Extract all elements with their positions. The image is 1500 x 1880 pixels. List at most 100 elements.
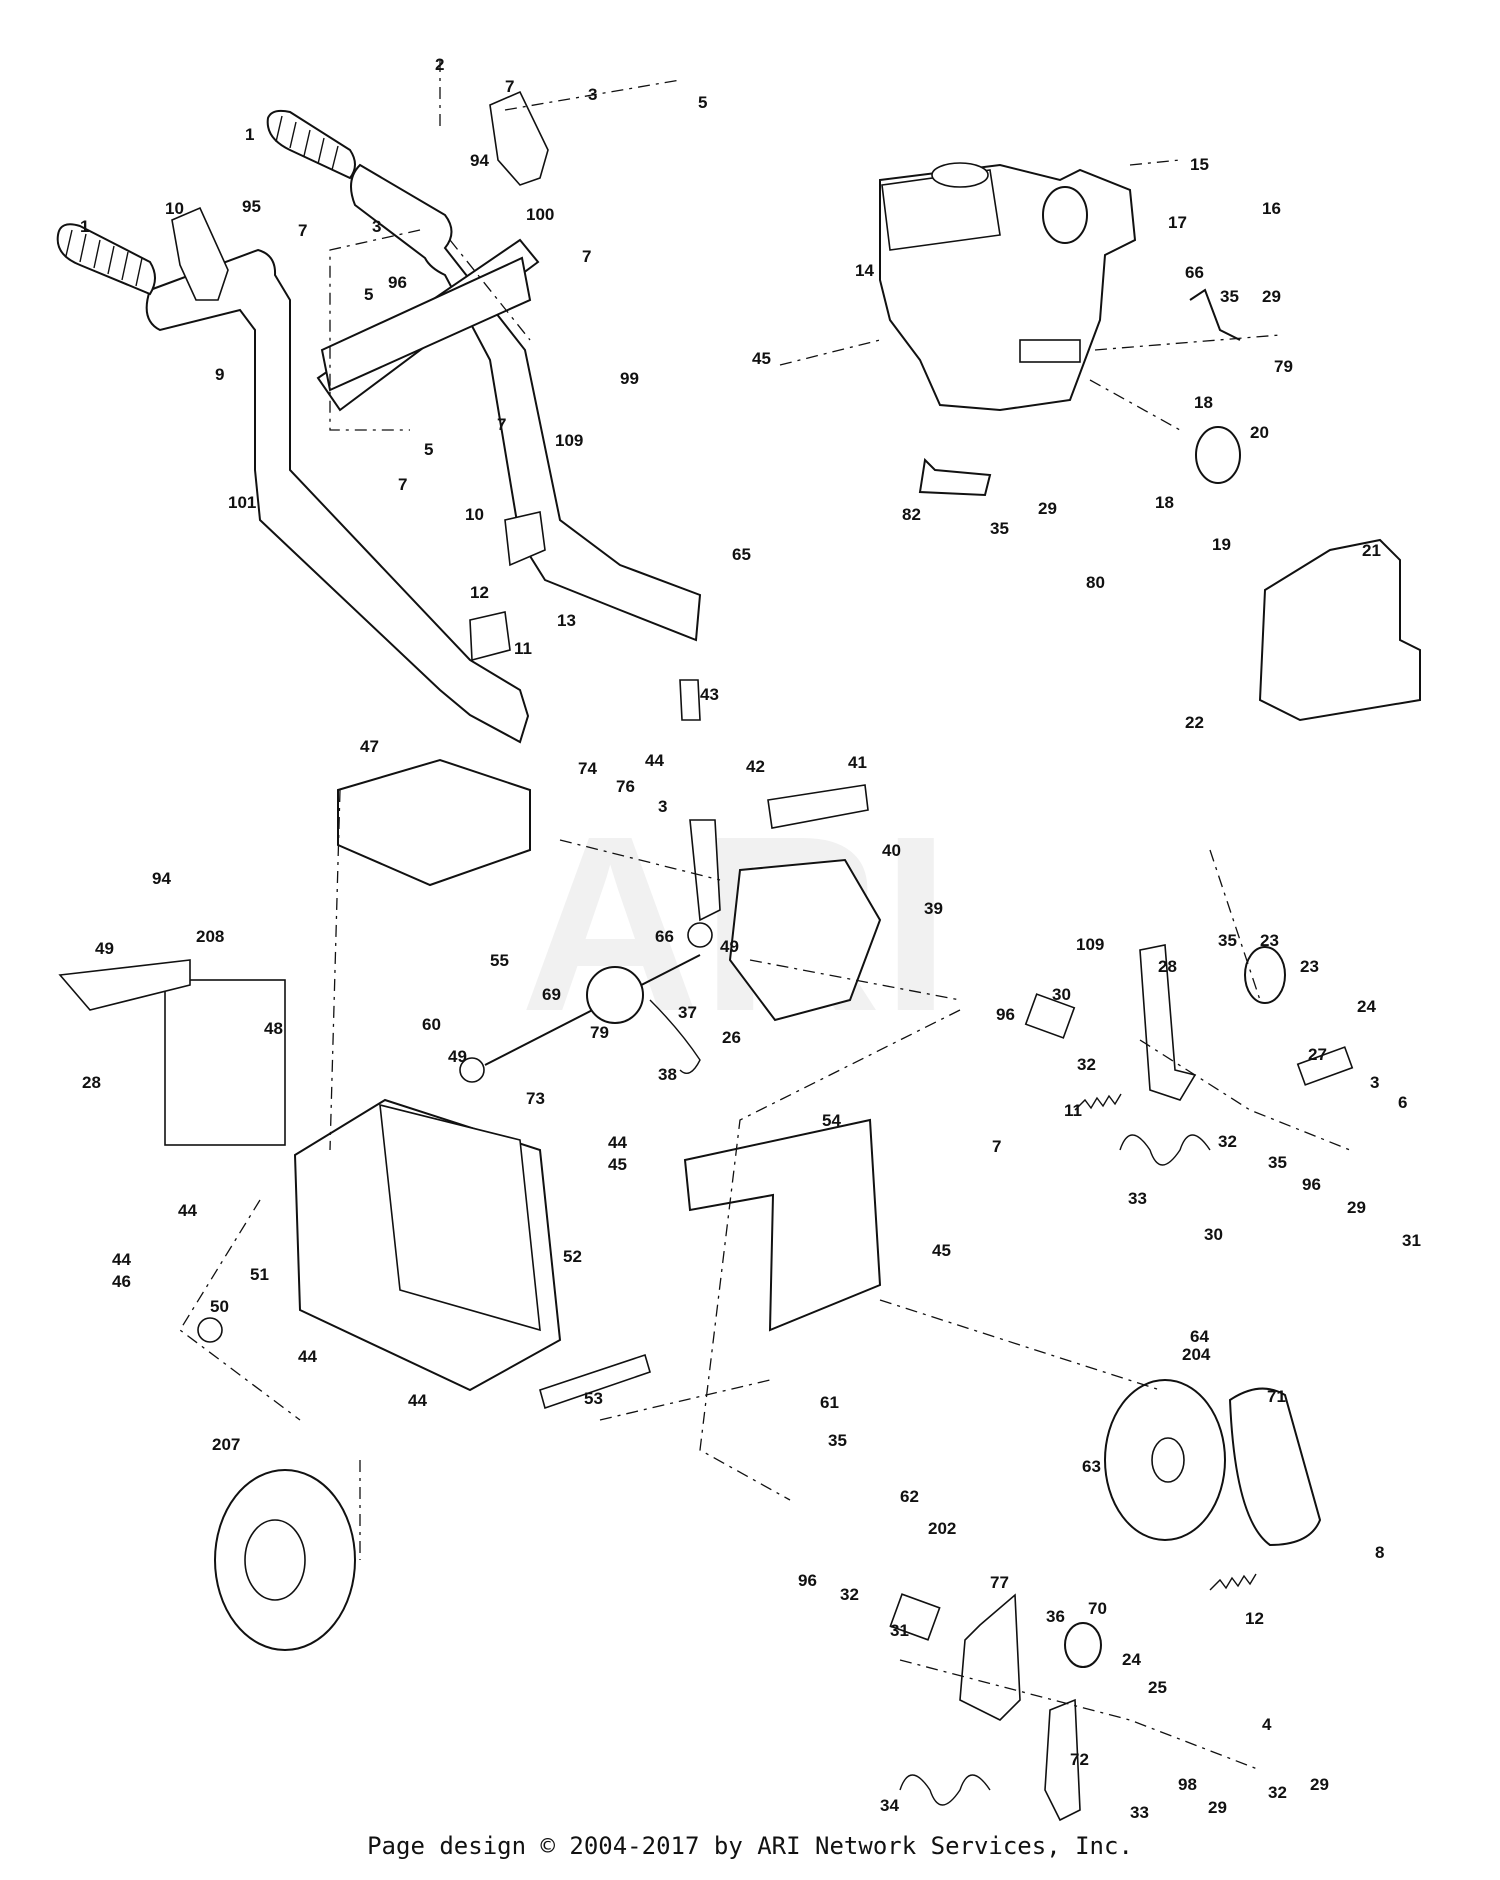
callout-71: 72: [1070, 1750, 1089, 1769]
callout-95: 96: [388, 273, 407, 292]
callout-44: 45: [932, 1241, 951, 1260]
right-grip: [266, 109, 356, 180]
callout-6: 7: [505, 77, 514, 96]
callout-5: 6: [1398, 1093, 1407, 1112]
callout-26: 27: [1308, 1045, 1327, 1064]
callout-51: 52: [563, 1247, 582, 1266]
callout-99: 100: [526, 205, 554, 224]
callout-96: 96: [996, 1005, 1015, 1024]
bracket-10-upper: [504, 511, 546, 567]
callout-37: 38: [658, 1065, 677, 1084]
callout-3: 3: [588, 85, 597, 104]
left-grip: [56, 223, 156, 296]
rod-42: [679, 679, 701, 721]
callout-31: 32: [1268, 1783, 1287, 1802]
callout-13: 14: [855, 261, 874, 280]
callout-7: 7: [398, 475, 407, 494]
callout-35: 35: [1220, 287, 1239, 306]
callout-33: 34: [880, 1796, 899, 1815]
callout-14: 15: [1190, 155, 1209, 174]
frame-assembly: [58, 758, 651, 1651]
bracket-65: [1189, 288, 1241, 341]
callout-73: 74: [578, 759, 597, 778]
callout-7: 7: [582, 247, 591, 266]
callout-49: 49: [448, 1047, 467, 1066]
callout-29: 29: [1347, 1198, 1366, 1217]
callout-3: 3: [372, 217, 381, 236]
callout-31: 31: [1402, 1231, 1421, 1250]
callout-202: 204: [1182, 1345, 1211, 1364]
callout-32: 33: [1130, 1803, 1149, 1822]
callout-10: 11: [514, 639, 532, 658]
bracket-80: [918, 457, 992, 497]
callout-16: 17: [1168, 213, 1187, 232]
callout-2: 2: [435, 55, 444, 74]
callouts: 1 1 2 3 3 3 3 4 5 5 5 6 7 7 7 7 7 7 8 9 …: [80, 55, 1421, 1822]
callout-66: 66: [655, 927, 674, 946]
callout-96: 96: [798, 1571, 817, 1590]
callout-80: 82: [902, 505, 921, 524]
callout-12: 13: [557, 611, 576, 630]
callout-18: 19: [1212, 535, 1231, 554]
callout-7: 7: [992, 1137, 1001, 1156]
callout-207: 208: [196, 927, 224, 946]
callout-15: 16: [1262, 199, 1281, 218]
pulley-22: [1244, 946, 1286, 1004]
callout-5: 5: [364, 285, 373, 304]
callout-48: 49: [95, 939, 114, 958]
callout-64: 65: [732, 545, 751, 564]
callout-11: 11: [1064, 1101, 1082, 1120]
callout-3: 3: [658, 797, 667, 816]
callout-45: 46: [112, 1272, 131, 1291]
callout-62: 63: [1082, 1457, 1101, 1476]
copyright-footer: Page design © 2004-2017 by ARI Network S…: [367, 1832, 1133, 1860]
callout-96: 98: [1178, 1775, 1197, 1794]
frame-51-back: [379, 1103, 541, 1332]
bar-52: [539, 1353, 651, 1410]
callout-61: 62: [900, 1487, 919, 1506]
callout-1: 1: [245, 125, 254, 144]
idler-assembly: [889, 944, 1354, 1822]
bracket-76: [959, 1593, 1021, 1721]
callout-70: 71: [1267, 1387, 1286, 1406]
plate-46: [337, 758, 531, 887]
bracket-71: [1044, 1698, 1081, 1822]
callout-109: 109: [1076, 935, 1104, 954]
callout-23: 24: [1122, 1650, 1141, 1669]
wheel-hub: [244, 1519, 306, 1601]
control-panel-face: [320, 256, 532, 392]
pulley-62-hub: [1151, 1437, 1185, 1483]
leader-lines: [179, 60, 1351, 1771]
callout-36: 37: [678, 1003, 697, 1022]
callout-100: 101: [228, 493, 256, 512]
shift-lever-43: [689, 819, 721, 922]
callout-82: 94: [152, 869, 171, 888]
callout-204: 207: [212, 1435, 240, 1454]
callout-101: 109: [555, 431, 583, 450]
callout-45: 45: [608, 1155, 627, 1174]
callout-3: 4: [1262, 1715, 1272, 1734]
callout-32: 32: [1077, 1055, 1096, 1074]
washer-49-mid: [459, 1057, 485, 1083]
callout-17: 18: [1194, 393, 1213, 412]
callout-30: 30: [1052, 985, 1071, 1004]
callout-20: 21: [1362, 541, 1381, 560]
callout-52: 53: [584, 1389, 603, 1408]
callout-8: 9: [215, 365, 224, 384]
callout-32: 32: [1218, 1132, 1237, 1151]
callout-49: 50: [210, 1297, 229, 1316]
callout-44: 44: [408, 1391, 427, 1410]
callout-29: 29: [1208, 1798, 1227, 1817]
bracket-40: [767, 784, 869, 829]
callout-43: 44: [645, 751, 664, 770]
bracket-10-lower: [469, 611, 511, 662]
callout-65: 66: [1185, 263, 1204, 282]
callout-24: 25: [1148, 1678, 1167, 1697]
callout-41: 42: [746, 757, 765, 776]
callout-76: 77: [990, 1573, 1009, 1592]
callout-79: 79: [1274, 357, 1293, 376]
sprocket-77: [586, 966, 644, 1024]
right-handle-tube: [350, 163, 702, 642]
callout-63: 64: [1190, 1327, 1209, 1346]
callout-18: 18: [1155, 493, 1174, 512]
